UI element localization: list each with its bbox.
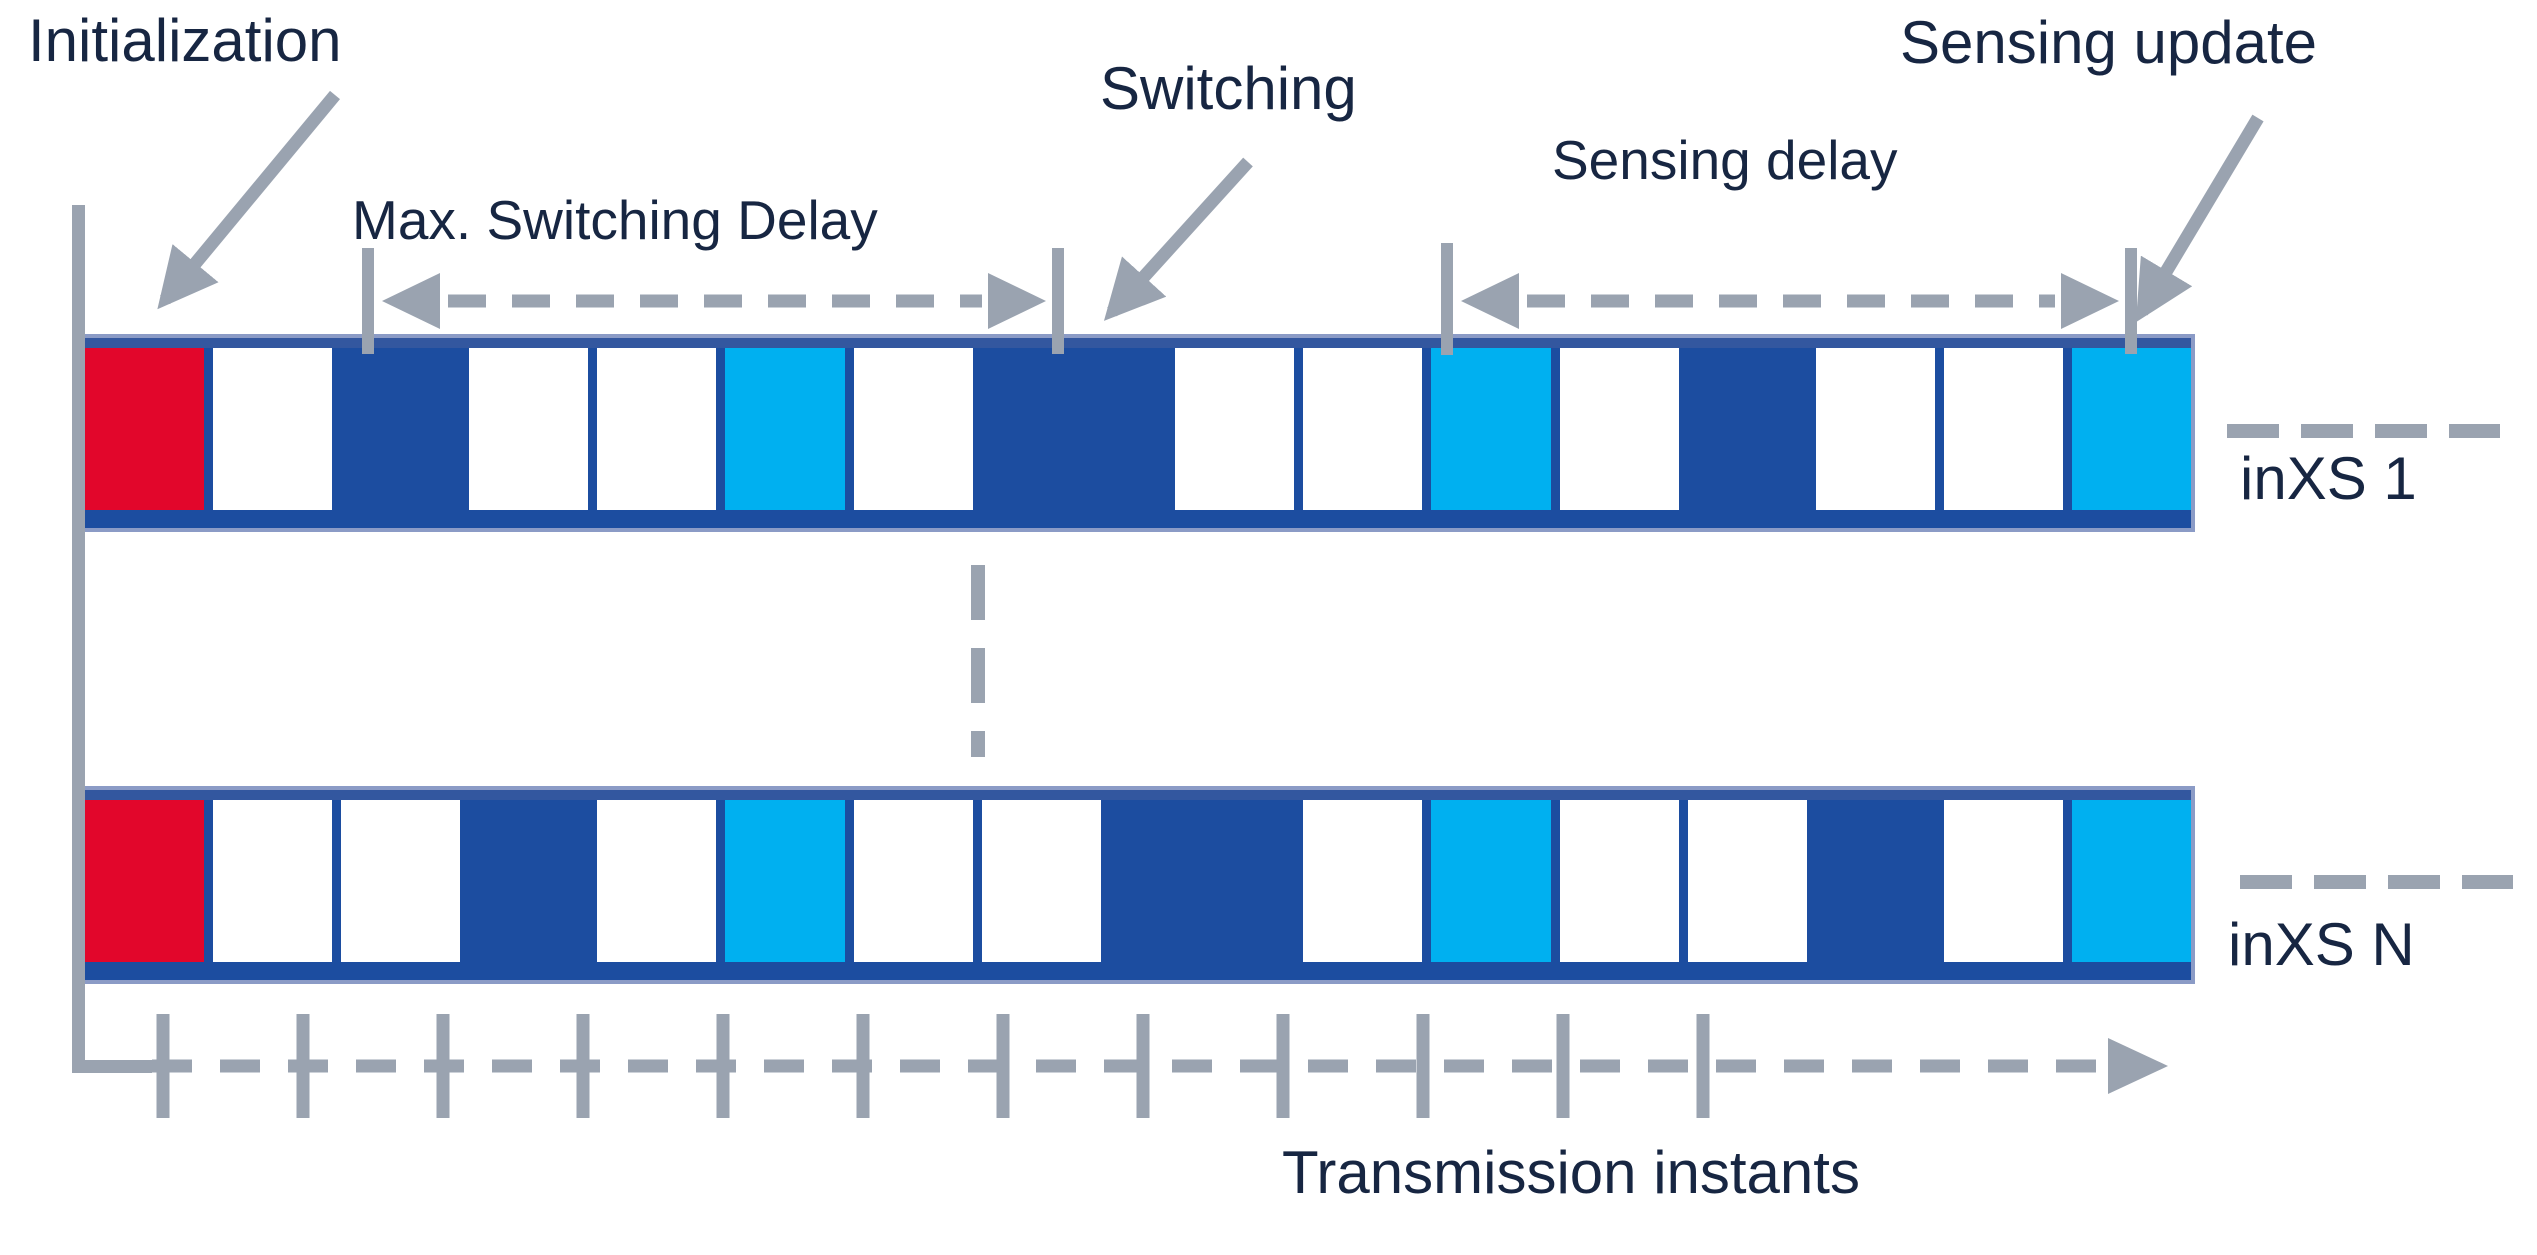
- timeslot-empty: [1550, 800, 1679, 962]
- axis-tick: [436, 1014, 450, 1118]
- sensing-update-label: Sensing update: [1900, 9, 2318, 76]
- row-label-inxs-1: inXS 1: [2240, 445, 2417, 512]
- timeslot-empty: [1166, 348, 1295, 510]
- axis-tick: [1276, 1014, 1290, 1118]
- timeslot-empty: [972, 800, 1101, 962]
- max-switching-delay-left-arrowhead: [382, 273, 440, 329]
- timeslot-empty: [844, 348, 973, 510]
- timeslot-sensing: [716, 800, 845, 962]
- axis-tick: [296, 1014, 310, 1118]
- timeslot-sensing: [2062, 800, 2191, 962]
- timeslot-empty: [844, 800, 973, 962]
- timeslot-sensing: [716, 348, 845, 510]
- timeslot-empty: [204, 800, 333, 962]
- axis-tick: [1556, 1014, 1570, 1118]
- timeslot-empty: [1934, 800, 2063, 962]
- timeslot-empty: [1294, 348, 1423, 510]
- axis-tick: [1416, 1014, 1430, 1118]
- timeslot-empty: [1294, 800, 1423, 962]
- timeslot-empty: [460, 348, 589, 510]
- timeslot-initialization: [85, 348, 205, 510]
- axis-tick: [1696, 1014, 1710, 1118]
- timeslot-empty: [1550, 348, 1679, 510]
- x-axis-arrowhead: [2108, 1038, 2168, 1094]
- timeslot-switching: [972, 348, 1167, 510]
- max-switching-delay-right-arrowhead: [988, 273, 1046, 329]
- max-switching-delay-label: Max. Switching Delay: [352, 189, 878, 251]
- axis-tick: [716, 1014, 730, 1118]
- timeslot-empty: [204, 348, 333, 510]
- timeslot-sensing: [1422, 800, 1551, 962]
- timeslot-sensing: [1422, 348, 1551, 510]
- timeslot-initialization: [85, 800, 205, 962]
- axis-tick: [996, 1014, 1010, 1118]
- switching-arrow: [1103, 157, 1253, 321]
- axis-tick: [1136, 1014, 1150, 1118]
- axis-tick: [156, 1014, 170, 1118]
- y-axis-line: [72, 205, 85, 1073]
- initialization-label: Initialization: [28, 7, 342, 74]
- timeslot-empty: [1806, 348, 1935, 510]
- timeslot-transmission: [332, 348, 461, 510]
- timeslot-empty: [1934, 348, 2063, 510]
- sensing-delay-right-arrowhead: [2061, 273, 2119, 329]
- timeslot-empty: [1678, 800, 1807, 962]
- timeslot-empty: [332, 800, 461, 962]
- timeslot-row-inxs-n: [81, 786, 2195, 984]
- x-axis-ticks: [156, 1014, 1710, 1118]
- sensing-delay-left-arrowhead: [1461, 273, 1519, 329]
- timeslot-row-inxs-1: [81, 334, 2195, 532]
- initialization-arrow: [157, 90, 341, 310]
- timeslot-switching: [1100, 800, 1295, 962]
- axis-label-transmission-instants: Transmission instants: [1282, 1139, 1860, 1206]
- timeslot-transmission: [1678, 348, 1807, 510]
- axis-tick: [856, 1014, 870, 1118]
- x-axis-corner: [72, 1060, 152, 1073]
- sensing-delay-label: Sensing delay: [1552, 129, 1898, 191]
- row-label-inxs-n: inXS N: [2228, 911, 2415, 978]
- timeslot-empty: [588, 348, 717, 510]
- sensing-update-arrow: [2135, 114, 2264, 323]
- timeslot-transmission: [1806, 800, 1935, 962]
- axis-tick: [576, 1014, 590, 1118]
- timeslot-sensing: [2062, 348, 2191, 510]
- switching-label: Switching: [1100, 55, 1357, 122]
- timeslot-empty: [588, 800, 717, 962]
- timeslot-transmission: [460, 800, 589, 962]
